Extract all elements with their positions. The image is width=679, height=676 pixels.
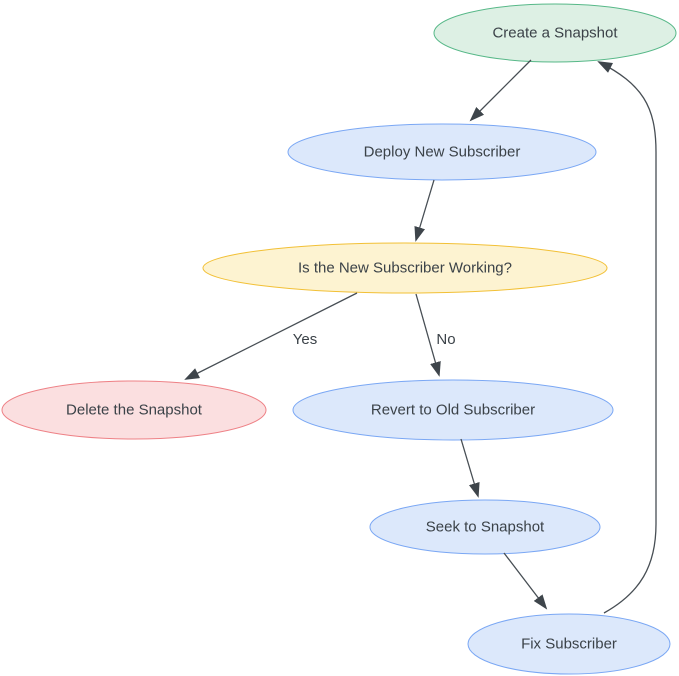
node-fix-subscriber-ellipse	[467, 613, 671, 675]
edge-create-snapshot-to-deploy-subscriber	[469, 59, 532, 122]
node-deploy-subscriber-label: Deploy New Subscriber	[364, 144, 521, 161]
edge-revert-subscriber-to-seek-snapshot	[460, 438, 480, 498]
node-seek-snapshot-label: Seek to Snapshot	[426, 519, 545, 536]
node-seek-snapshot-ellipse	[369, 499, 601, 555]
edge-seek-snapshot-to-fix-subscriber	[503, 552, 548, 610]
edge-deploy-subscriber-to-is-working	[414, 179, 435, 242]
node-delete-snapshot-label: Delete the Snapshot	[66, 402, 203, 419]
node-is-working-ellipse	[202, 242, 608, 294]
node-create-snapshot-label: Create a Snapshot	[492, 25, 618, 42]
edge-label-no: No	[436, 331, 455, 348]
node-revert-subscriber-ellipse	[292, 379, 614, 441]
node-deploy-subscriber-ellipse	[287, 123, 597, 181]
edge-label-yes: Yes	[293, 331, 317, 348]
node-delete-snapshot-ellipse	[1, 380, 267, 440]
edges-layer	[184, 59, 657, 614]
edge-is-working-to-delete-snapshot	[184, 292, 358, 380]
edge-labels-layer: Yes No	[293, 331, 456, 348]
node-revert-subscriber-label: Revert to Old Subscriber	[371, 402, 535, 419]
node-fix-subscriber-label: Fix Subscriber	[521, 636, 617, 653]
edge-fix-subscriber-to-create-snapshot	[597, 61, 657, 614]
edge-is-working-to-revert-subscriber	[415, 293, 441, 377]
node-is-working-label: Is the New Subscriber Working?	[298, 260, 512, 277]
node-create-snapshot-ellipse	[433, 3, 677, 63]
